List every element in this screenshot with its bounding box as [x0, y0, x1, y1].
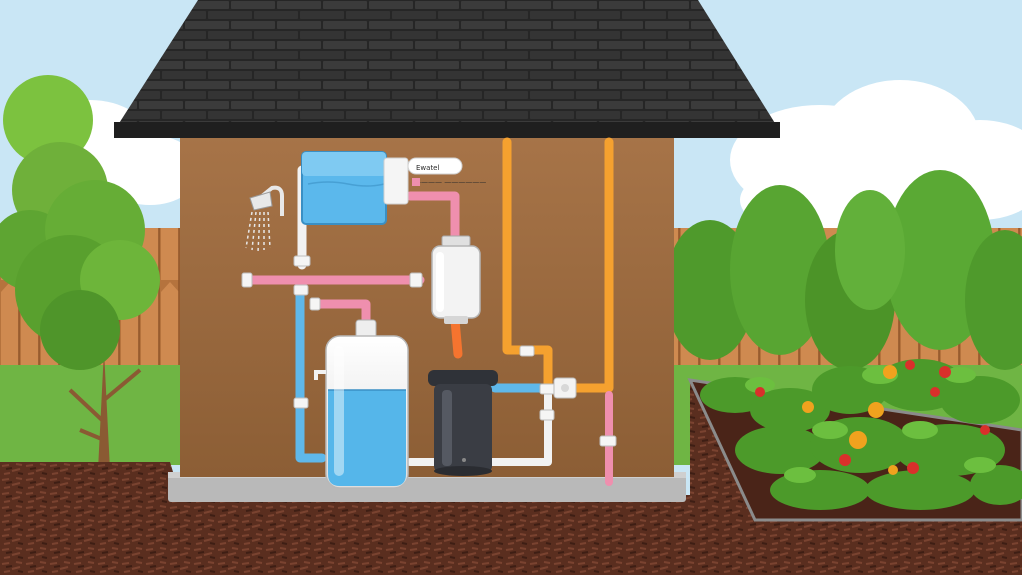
sediment-filter-icon	[431, 235, 481, 324]
right-hedge	[665, 170, 1022, 370]
tank-tag-line2: ———— ——————	[414, 178, 486, 186]
tank-tag-line1: Ewatel	[416, 164, 439, 172]
shower-head-icon	[245, 185, 284, 253]
storage-tank-icon	[301, 151, 409, 225]
left-tree	[0, 75, 160, 470]
shed-wall	[180, 132, 674, 477]
flowers	[755, 360, 990, 475]
shed-foundation	[168, 472, 686, 502]
pressure-tank-icon	[314, 319, 409, 489]
tank-tag: Ewatel ———— ——————	[407, 157, 486, 186]
roof-icon	[114, 0, 780, 138]
garden-plants	[700, 359, 1022, 510]
filter-canister-icon	[428, 370, 498, 476]
junction-valve	[553, 377, 577, 399]
pipe-fittings	[241, 255, 617, 447]
